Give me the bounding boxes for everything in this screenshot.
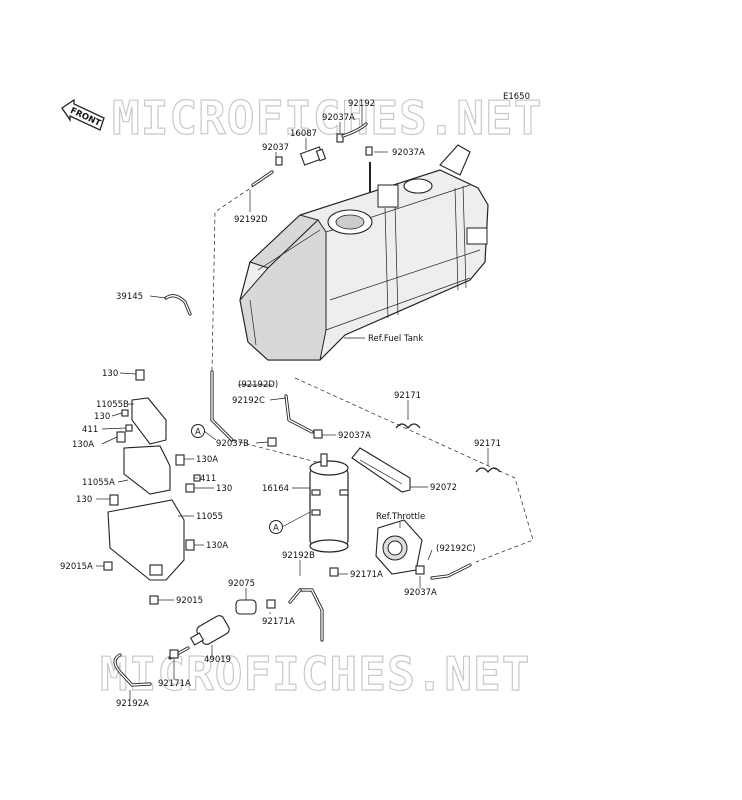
label-92192c: 92192C <box>232 396 265 406</box>
bracket-11055 <box>107 499 185 581</box>
label-92192d: 92192D <box>234 215 268 225</box>
svg-text:A: A <box>273 524 279 534</box>
reference-marker-a2: A <box>269 520 283 534</box>
svg-text:A: A <box>195 428 201 438</box>
label-92192c-paren: (92192C) <box>436 544 476 554</box>
label-130a-a: 130A <box>72 440 94 450</box>
label-92037a-bottom: 92037A <box>404 588 437 598</box>
bracket-11055B <box>131 397 167 445</box>
label-92192b: 92192B <box>282 551 315 561</box>
label-411-b: 411 <box>200 474 216 484</box>
label-92171-a: 92171 <box>394 391 421 401</box>
label-92037a-mid: 92037A <box>338 431 371 441</box>
label-11055: 11055 <box>196 512 223 522</box>
bracket-11055A <box>123 445 171 495</box>
label-ref-throttle: Ref.Throttle <box>376 512 425 522</box>
connector-92075 <box>235 599 257 615</box>
watermark-top: MICROFICHES.NET <box>112 91 542 145</box>
label-92037a-top: 92037A <box>322 113 355 123</box>
label-16164: 16164 <box>262 484 289 494</box>
bracket-92072 <box>351 447 411 493</box>
label-92171a-c: 92171A <box>158 679 191 689</box>
label-39145: 39145 <box>116 292 143 302</box>
label-92171a-b: 92171A <box>262 617 295 627</box>
leader-lines <box>96 106 489 700</box>
clamp-92171-b <box>475 467 501 473</box>
label-92075: 92075 <box>228 579 255 589</box>
label-130-d: 130 <box>76 495 92 505</box>
label-92192: 92192 <box>348 99 375 109</box>
label-92171a-a: 92171A <box>350 570 383 580</box>
fuel-tank <box>239 144 489 361</box>
label-92171-b: 92171 <box>474 439 501 449</box>
label-92037a-right: 92037A <box>392 148 425 158</box>
throttle-body <box>375 519 423 575</box>
label-130-c: 130 <box>216 484 232 494</box>
label-130-a: 130 <box>102 369 118 379</box>
label-92192d-paren: (92192D) <box>238 380 278 390</box>
label-16087: 16087 <box>290 129 317 139</box>
label-92192a: 92192A <box>116 699 149 709</box>
label-92072: 92072 <box>430 483 457 493</box>
clamp-92171-a <box>395 423 421 429</box>
label-92015: 92015 <box>176 596 203 606</box>
fuel-filter-49019 <box>189 615 230 646</box>
label-130a-b: 130A <box>196 455 218 465</box>
label-92037b: 92037B <box>216 439 249 449</box>
label-49019: 49019 <box>204 655 231 665</box>
label-130-b: 130 <box>94 412 110 422</box>
label-ref-fuel-tank: Ref.Fuel Tank <box>368 334 423 344</box>
front-arrow-icon: FRONT <box>61 98 105 131</box>
diagram-code: E1650 <box>503 92 530 102</box>
label-92037-top: 92037 <box>262 143 289 153</box>
label-11055b: 11055B <box>96 400 129 410</box>
fitting-16087 <box>299 146 327 166</box>
label-130a-c: 130A <box>206 541 228 551</box>
reference-marker-a1: A <box>191 424 205 438</box>
label-11055a: 11055A <box>82 478 115 488</box>
canister-16164 <box>309 453 349 553</box>
part-labels: 92192 92037A 16087 92037 92037A 92192D 3… <box>60 99 501 709</box>
label-92015a: 92015A <box>60 562 93 572</box>
watermark-bottom: MICROFICHES.NET <box>100 647 530 701</box>
label-411-a: 411 <box>82 425 98 435</box>
